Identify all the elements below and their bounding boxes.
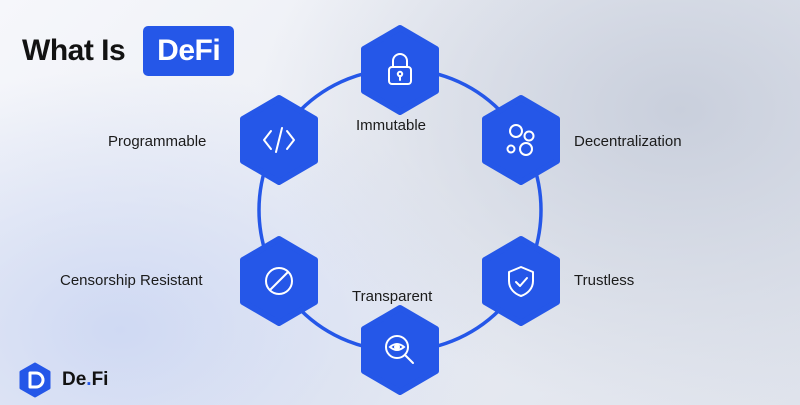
brand-logo: De.Fi bbox=[18, 362, 108, 398]
label-immutable: Immutable bbox=[356, 117, 427, 134]
prohibited-icon bbox=[265, 267, 293, 295]
node-programmable bbox=[240, 95, 318, 185]
code-brackets-icon bbox=[263, 127, 295, 153]
brand-name-part1: De bbox=[62, 369, 87, 390]
magnifier-eye-icon bbox=[385, 335, 414, 364]
label-programmable: Programmable bbox=[108, 133, 207, 150]
label-decentralization: Decentralization bbox=[574, 133, 682, 150]
node-transparent bbox=[361, 305, 439, 395]
brand-name: De.Fi bbox=[62, 369, 108, 391]
node-immutable bbox=[361, 25, 439, 115]
label-trustless: Trustless bbox=[574, 272, 635, 289]
padlock-icon bbox=[388, 53, 412, 85]
node-censorship-resistant bbox=[240, 236, 318, 326]
hexagon-trustless bbox=[482, 236, 560, 326]
node-trustless bbox=[482, 236, 560, 326]
title-prefix: What Is bbox=[22, 34, 126, 67]
label-transparent: Transparent bbox=[352, 288, 433, 305]
title-badge: DeFi bbox=[143, 26, 235, 76]
shield-check-icon bbox=[508, 266, 534, 297]
hexagon-immutable bbox=[361, 25, 439, 115]
brand-name-dot: . bbox=[86, 369, 92, 390]
label-censorship-resistant: Censorship Resistant bbox=[60, 272, 203, 289]
node-decentralization bbox=[482, 95, 560, 185]
hexagon-decentralization bbox=[482, 95, 560, 185]
defi-logo-icon bbox=[19, 362, 51, 398]
network-nodes-icon bbox=[506, 124, 535, 156]
brand-name-part2: Fi bbox=[91, 369, 109, 390]
page-title: What Is DeFi bbox=[22, 26, 235, 76]
